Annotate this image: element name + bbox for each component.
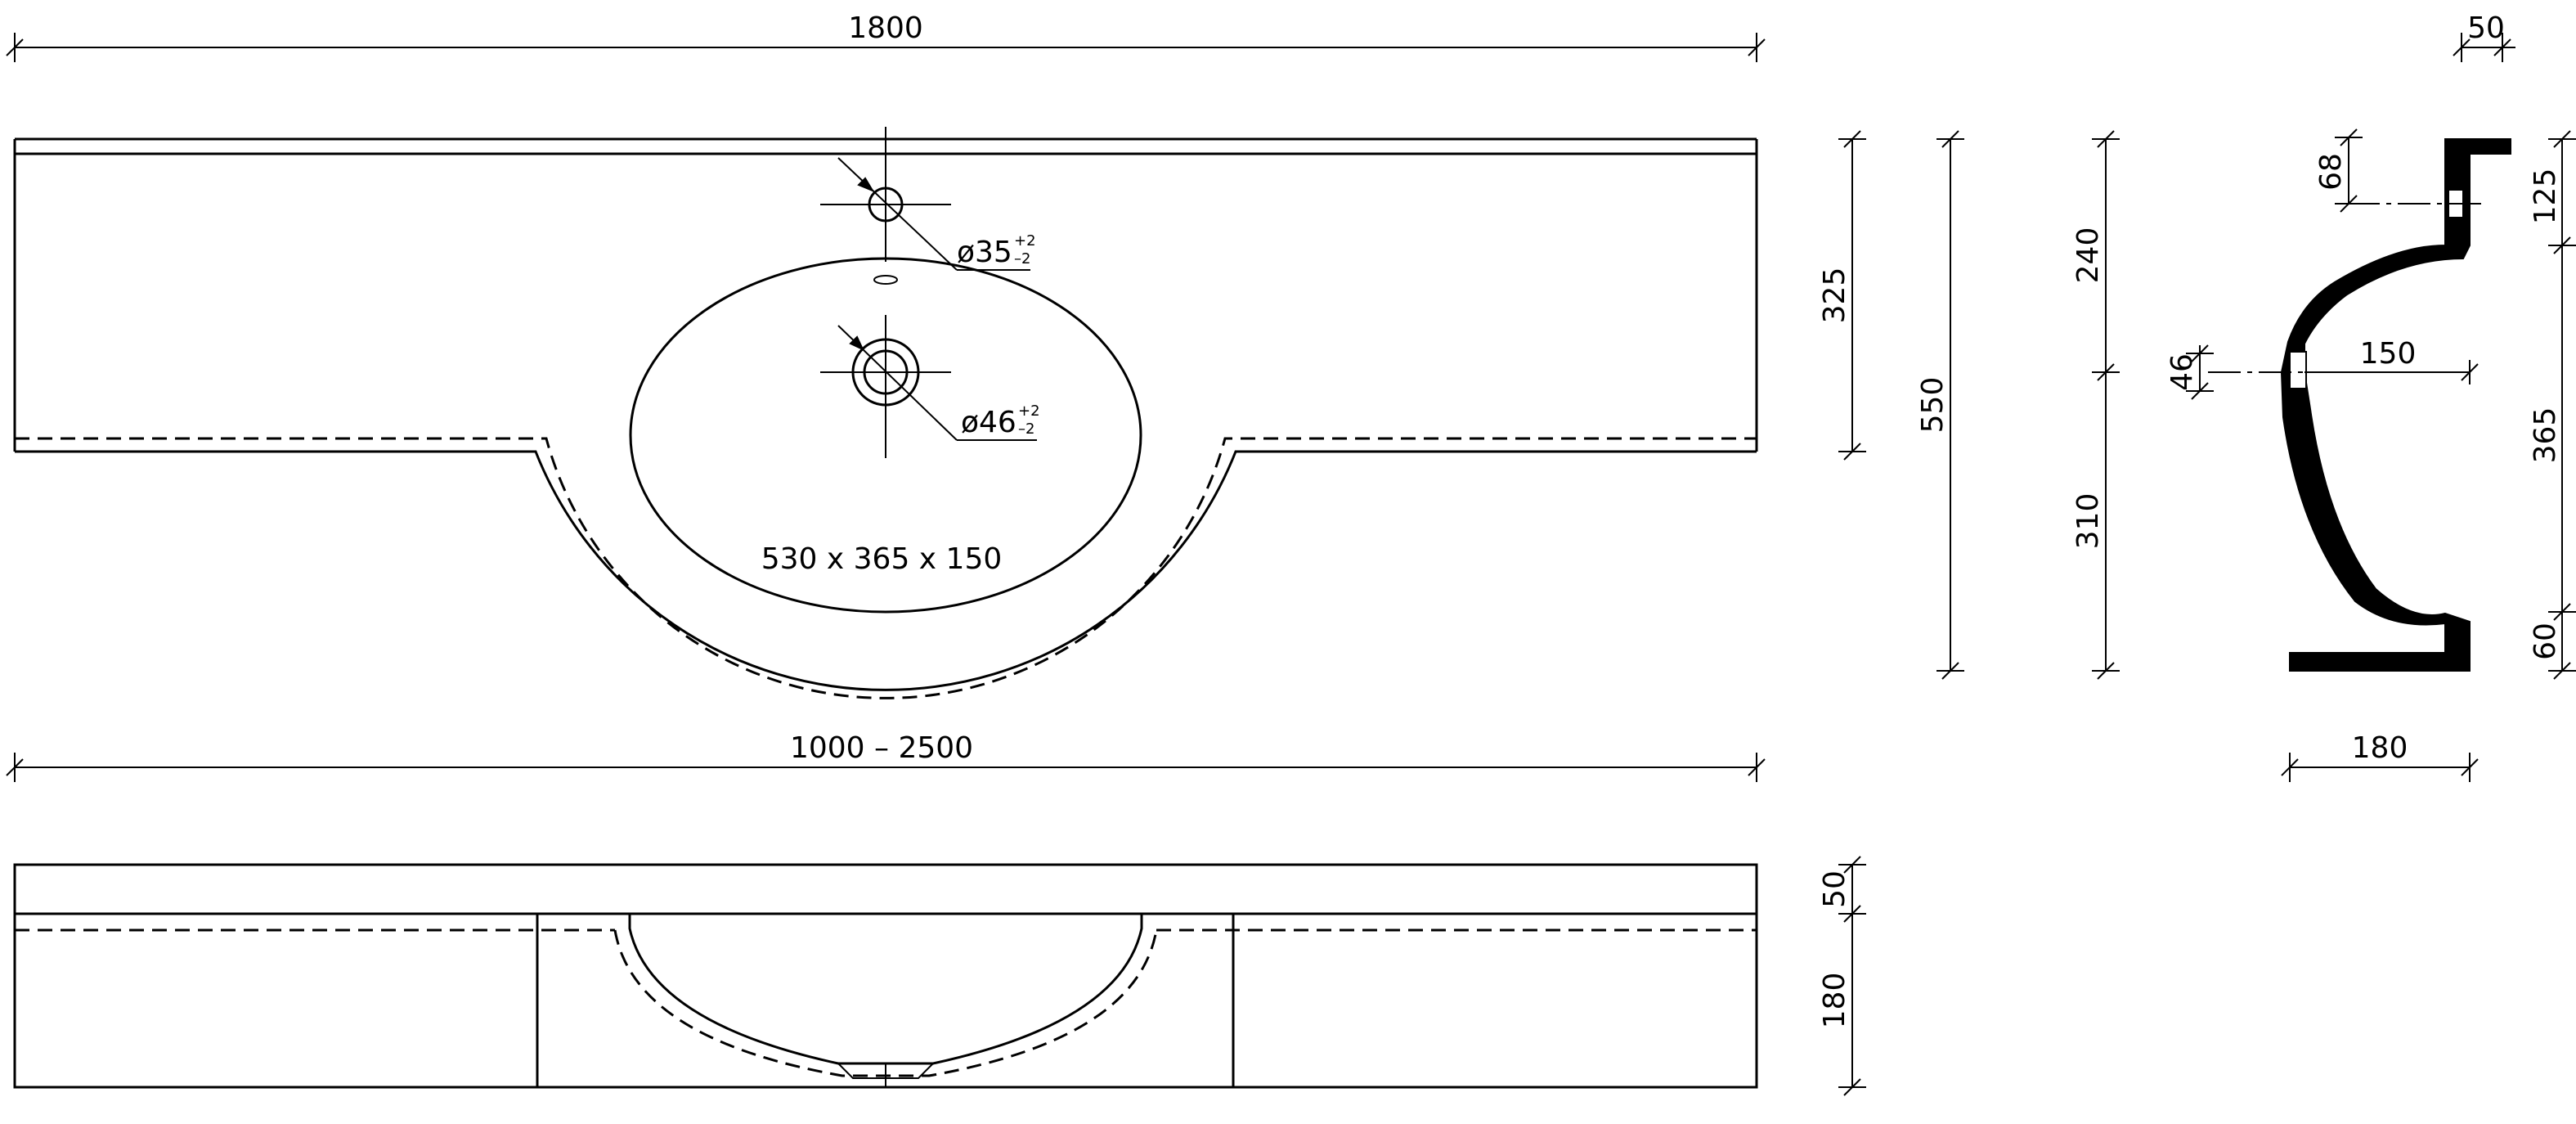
dimension-section-46-label: 46: [2165, 353, 2199, 391]
dimension-front-right: 50 180: [1818, 856, 1866, 1096]
dimension-section-180: 180: [2281, 731, 2479, 782]
drain-hole-tol-lower: –2: [1018, 420, 1034, 438]
dimension-550-label: 550: [1916, 377, 1950, 434]
section-profile: [2280, 138, 2511, 672]
dimension-section-365-label: 365: [2529, 407, 2562, 464]
dimension-section-top-50: 50: [2453, 11, 2515, 62]
dimension-section-60-label: 60: [2529, 623, 2562, 660]
drain-hole-label: ø46: [961, 406, 1016, 439]
dimension-range-width: 1000 – 2500: [6, 731, 1766, 782]
tap-hole-tol-lower: –2: [1014, 250, 1030, 268]
dimension-550: 550: [1916, 130, 1964, 680]
dimension-section-68: 68: [2314, 128, 2363, 213]
dimension-section-150: 150: [2304, 337, 2479, 384]
dimension-section-180-label: 180: [2352, 731, 2408, 765]
dimension-section-125-label: 125: [2529, 169, 2562, 225]
dimension-section-46: 46: [2165, 344, 2214, 400]
plan-view: ø35 +2 –2 ø46 +2 –2 530 x 365 x 150: [13, 127, 1758, 699]
dimension-325: 325: [1818, 130, 1866, 461]
front-view: [13, 863, 1758, 1089]
dimension-range-width-label: 1000 – 2500: [790, 731, 973, 765]
dimension-front-180-label: 180: [1818, 973, 1851, 1029]
dimension-top-width-label: 1800: [848, 11, 923, 45]
dimension-240-label: 240: [2071, 227, 2105, 284]
section-view: [2208, 138, 2511, 672]
dimension-240-310: 240 310: [2071, 130, 2120, 680]
tap-hole-label: ø35: [957, 236, 1012, 269]
tap-hole-tol-upper: +2: [1014, 232, 1036, 250]
dimension-section-68-label: 68: [2314, 153, 2348, 191]
dimension-top-width: 1800: [6, 11, 1766, 62]
dimension-310-label: 310: [2071, 493, 2105, 550]
drain-hole-tol-upper: +2: [1018, 402, 1040, 420]
basin-size-label: 530 x 365 x 150: [761, 542, 1003, 576]
dimension-325-label: 325: [1818, 268, 1851, 324]
dimension-section-top-50-label: 50: [2467, 11, 2505, 45]
dimension-front-50-label: 50: [1818, 870, 1851, 908]
dimension-section-right: 125 365 60: [2529, 130, 2576, 680]
dimension-section-150-label: 150: [2360, 337, 2417, 371]
